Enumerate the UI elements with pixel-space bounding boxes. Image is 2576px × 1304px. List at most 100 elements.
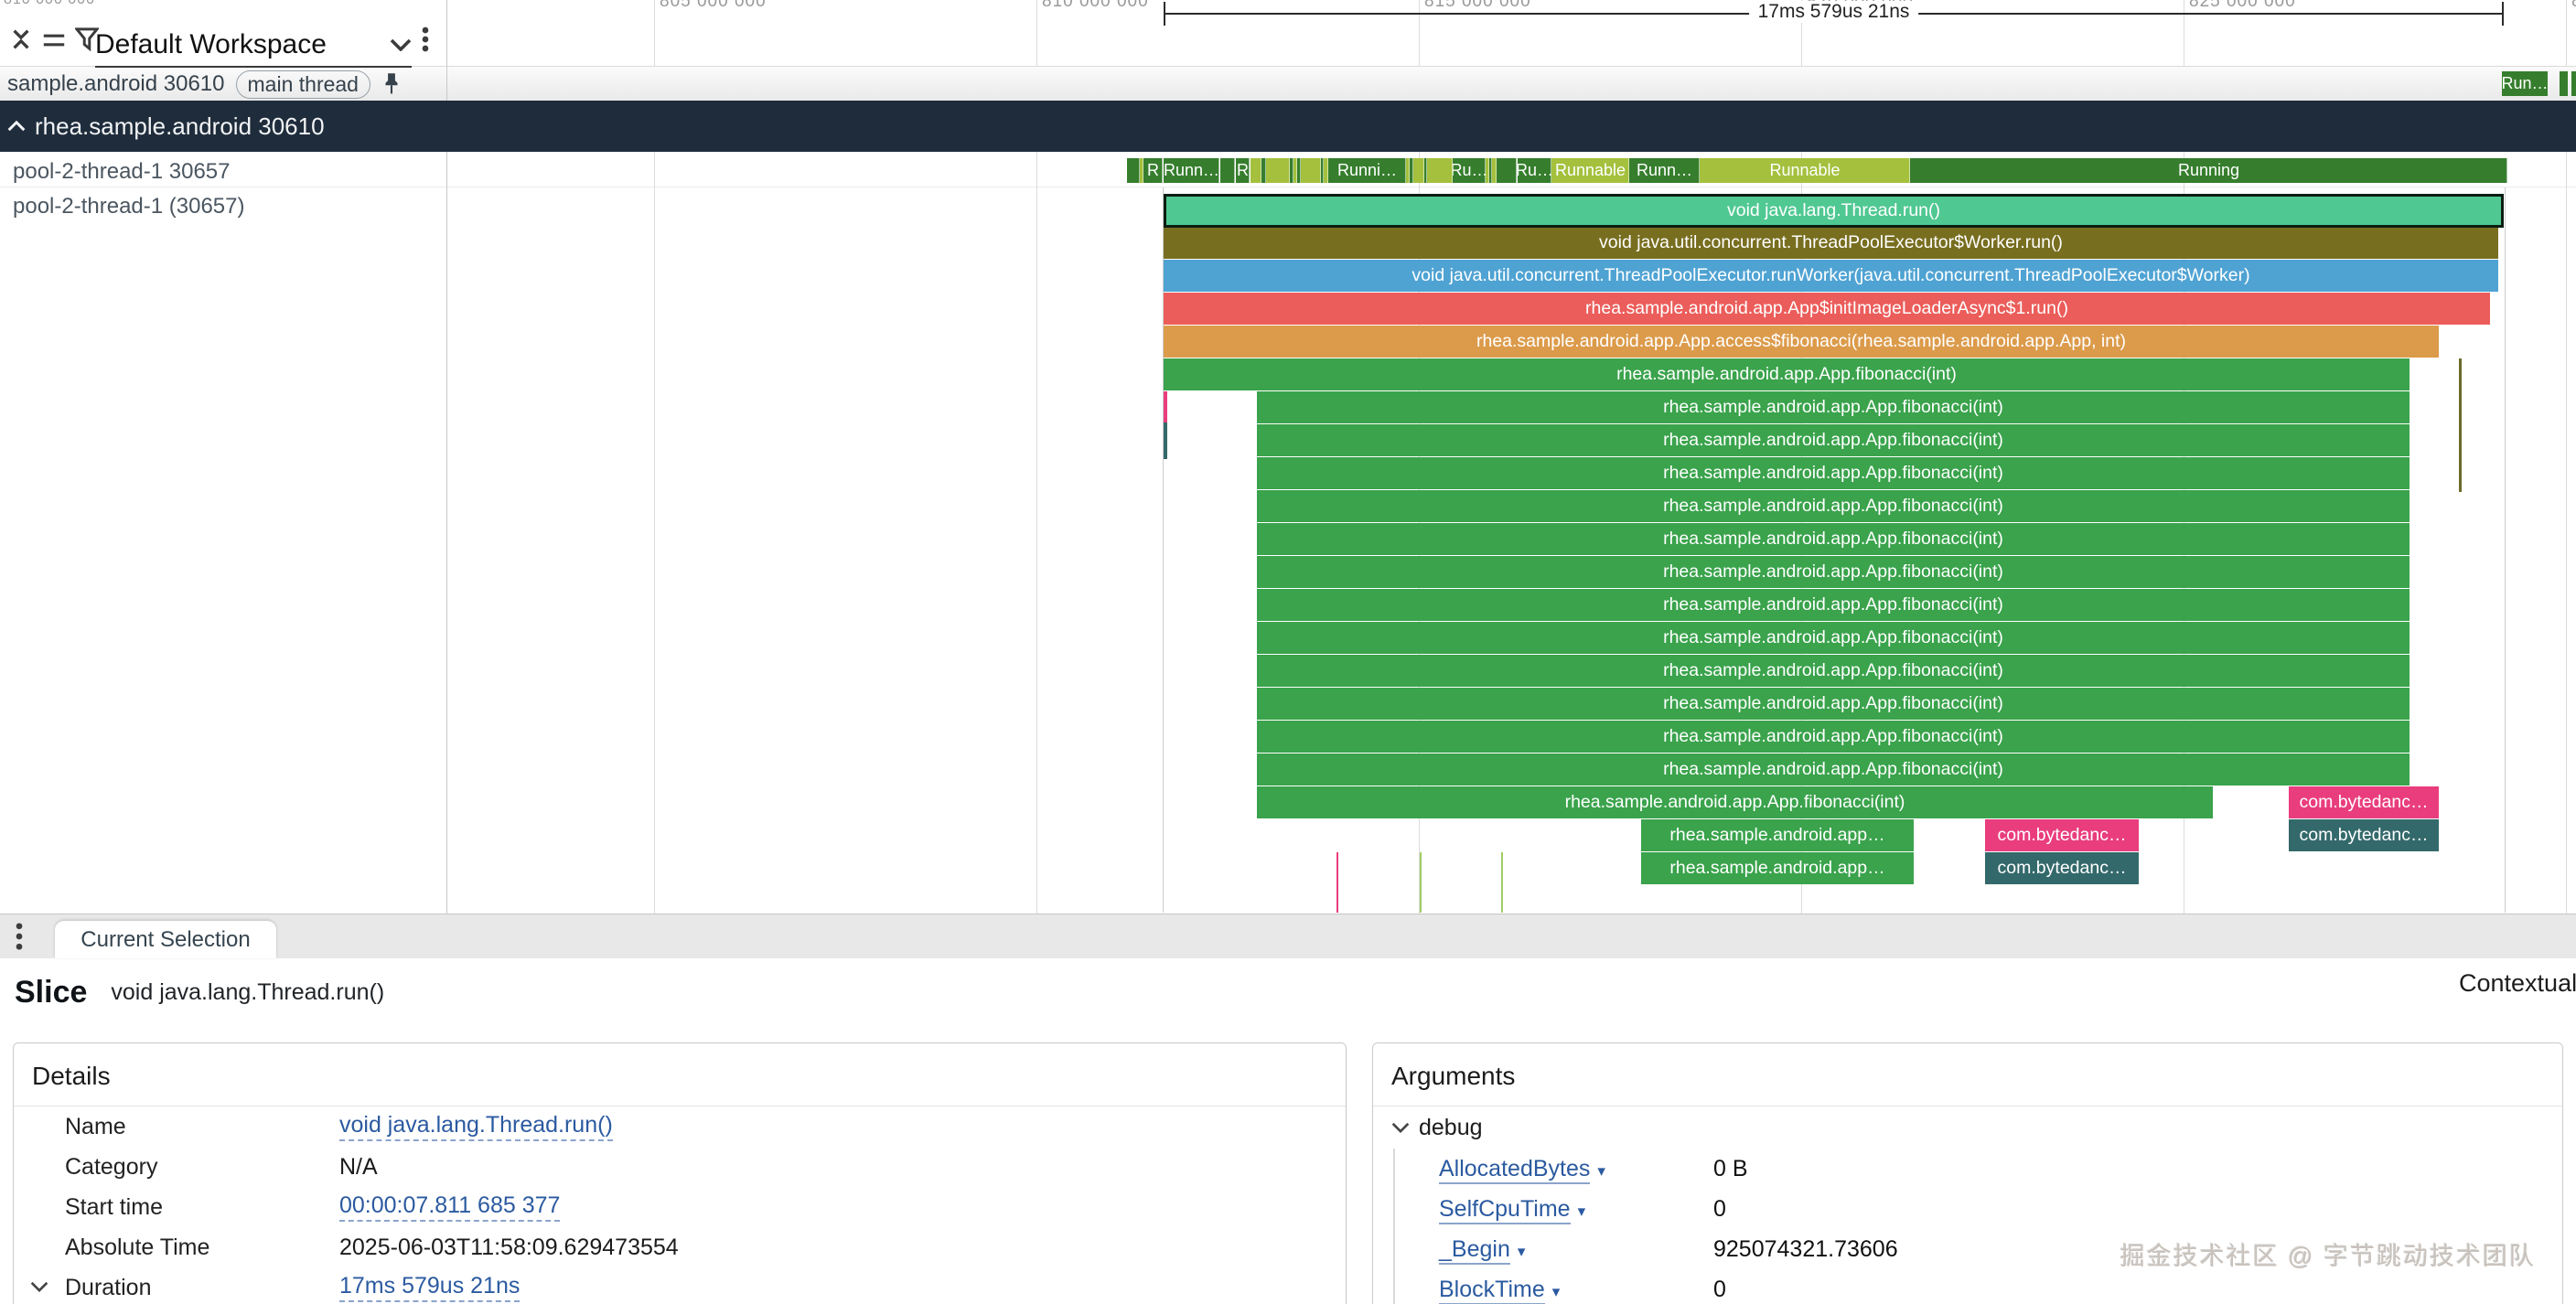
flame-slice[interactable]: com.bytedanc… [1985,852,2139,884]
flame-slice[interactable]: rhea.sample.android.app.App.fibonacci(in… [1164,358,2410,390]
argument-key[interactable]: _Begin▾ [1439,1235,1713,1265]
flame-slice[interactable]: rhea.sample.android.app.App.access$fibon… [1164,326,2439,358]
flame-slice[interactable]: rhea.sample.android.app.App.fibonacci(in… [1257,786,2213,818]
thread-state-chip[interactable]: Ru… [1453,158,1486,183]
argument-key[interactable]: SelfCpuTime▾ [1439,1195,1713,1224]
argument-key[interactable]: AllocatedBytes▾ [1439,1155,1713,1184]
workspace-selector[interactable]: Default Workspace [95,24,412,68]
argument-row: AllocatedBytes▾0 B [1395,1149,2562,1189]
details-header: Details [14,1043,1346,1106]
track-row-main-thread[interactable]: sample.android 30610 main thread Run… [0,66,2576,102]
flame-slice[interactable]: rhea.sample.android.app.App.fibonacci(in… [1257,490,2410,522]
chevron-down-icon[interactable] [30,1281,48,1292]
flame-slice[interactable]: void java.util.concurrent.ThreadPoolExec… [1164,260,2498,292]
thread-state-chip[interactable]: Runnable [1551,158,1629,183]
thread-state-chip[interactable] [1250,158,1261,183]
duration-measurement-line: 17ms 579us 21ns [1164,1,2504,26]
flame-sliver [1164,422,1167,459]
filter-funnel-icon[interactable] [75,27,99,51]
thread-state-chip[interactable] [1140,158,1143,183]
thread-state-chip[interactable] [1410,158,1413,183]
panel-kebab-icon[interactable] [15,922,24,951]
flame-slice[interactable]: rhea.sample.android.app… [1641,852,1914,884]
thread-state-chip[interactable] [1301,158,1321,183]
thread-state-chip[interactable] [1220,158,1235,183]
thread-state-chip[interactable]: R [1236,158,1250,183]
flame-slice[interactable]: rhea.sample.android.app.App.fibonacci(in… [1257,523,2410,555]
thread-slices-track-label[interactable]: pool-2-thread-1 (30657) [13,194,245,219]
track-list-icon[interactable] [42,33,66,48]
timeline-gridline [1419,0,1420,914]
thread-state-chip[interactable]: Runni… [1328,158,1406,183]
flame-slice[interactable]: rhea.sample.android.app.App.fibonacci(in… [1257,622,2410,654]
thread-state-chip[interactable] [1497,158,1517,183]
thread-state-chip[interactable] [1424,158,1427,183]
argument-key[interactable]: BlockTime▾ [1439,1276,1713,1304]
thread-state-chip[interactable] [1413,158,1424,183]
thread-state-chip[interactable] [1406,158,1410,183]
main-thread-slice-chip[interactable] [2560,71,2568,96]
flame-slice[interactable]: rhea.sample.android.app… [1641,819,1914,851]
timeline-tick-label: 815 000 000 [1424,0,1531,11]
flame-slice[interactable]: rhea.sample.android.app.App$initImageLoa… [1164,293,2490,325]
process-name: rhea.sample.android 30610 [35,112,325,140]
flame-slice[interactable]: com.bytedanc… [2289,819,2439,851]
thread-state-chip[interactable] [1324,158,1328,183]
thread-state-chip[interactable]: Runnable [1700,158,1910,183]
thread-state-chip[interactable]: Runn… [1164,158,1219,183]
flame-slice[interactable]: void java.util.concurrent.ThreadPoolExec… [1164,227,2498,259]
thread-state-chip[interactable] [1321,158,1324,183]
pin-icon[interactable] [381,72,402,96]
thread-state-chip[interactable] [1297,158,1301,183]
selection-guide-line [2505,187,2506,913]
measurement-start-bracket [1164,2,1165,26]
flame-sliver [1501,852,1503,913]
details-row-label: Category [65,1153,158,1180]
flame-slice[interactable]: rhea.sample.android.app.App.fibonacci(in… [1257,457,2410,489]
collapse-tracks-icon[interactable] [9,27,33,51]
thread-state-chip[interactable]: Runn… [1629,158,1700,183]
thread-state-chip[interactable] [1290,158,1293,183]
argument-group-debug[interactable]: debug [1373,1106,2562,1149]
flame-sliver [2459,358,2462,492]
flame-slice[interactable]: rhea.sample.android.app.App.fibonacci(in… [1257,391,2410,423]
main-thread-slice-chip[interactable] [2571,71,2576,96]
arguments-header: Arguments [1373,1043,2562,1106]
timeline-tick-label: 830 000 000 [2571,0,2576,12]
dropdown-caret-icon: ▾ [1517,1242,1526,1260]
timeline-tick-label: 825 000 000 [2189,0,2296,11]
flame-slice[interactable]: rhea.sample.android.app.App.fibonacci(in… [1257,754,2410,786]
thread-state-chip[interactable] [1492,158,1497,183]
thread-state-chip[interactable]: Running [1910,158,2507,183]
process-group-header[interactable]: rhea.sample.android 30610 [0,101,2576,152]
flame-slice[interactable]: void java.lang.Thread.run() [1164,194,2504,228]
thread-state-chip[interactable] [1427,158,1453,183]
thread-state-chip[interactable] [1293,158,1297,183]
flame-slice[interactable]: com.bytedanc… [2289,786,2439,818]
bottom-panel-tabbar: Current Selection [0,914,2576,958]
workspace-menu-kebab-icon[interactable] [421,26,430,53]
details-row-value[interactable]: 17ms 579us 21ns [339,1273,521,1302]
flame-slice[interactable]: rhea.sample.android.app.App.fibonacci(in… [1257,721,2410,753]
main-thread-slice-chip[interactable]: Run… [2502,71,2548,96]
thread-state-chip[interactable] [1489,158,1492,183]
thread-state-track-label[interactable]: pool-2-thread-1 30657 [13,159,231,184]
thread-state-chip[interactable]: R [1143,158,1163,183]
thread-state-chip[interactable] [1486,158,1489,183]
flame-slice[interactable]: rhea.sample.android.app.App.fibonacci(in… [1257,589,2410,621]
flame-slice[interactable]: com.bytedanc… [1985,819,2139,851]
details-row-value[interactable]: 00:00:07.811 685 377 [339,1192,561,1222]
tab-current-selection[interactable]: Current Selection [55,921,276,958]
thread-state-chip[interactable] [1266,158,1290,183]
thread-state-chip[interactable] [1127,158,1140,183]
thread-state-chip[interactable] [1261,158,1266,183]
contextual-options-button[interactable]: Contextual Options [2459,969,2576,997]
flame-slice[interactable]: rhea.sample.android.app.App.fibonacci(in… [1257,655,2410,687]
flame-slice[interactable]: rhea.sample.android.app.App.fibonacci(in… [1257,688,2410,720]
thread-state-chip[interactable]: Ru… [1518,158,1551,183]
details-row-value[interactable]: void java.lang.Thread.run() [339,1112,613,1141]
chevron-down-icon [390,38,412,51]
flame-slice[interactable]: rhea.sample.android.app.App.fibonacci(in… [1257,424,2410,456]
flame-slice[interactable]: rhea.sample.android.app.App.fibonacci(in… [1257,556,2410,588]
